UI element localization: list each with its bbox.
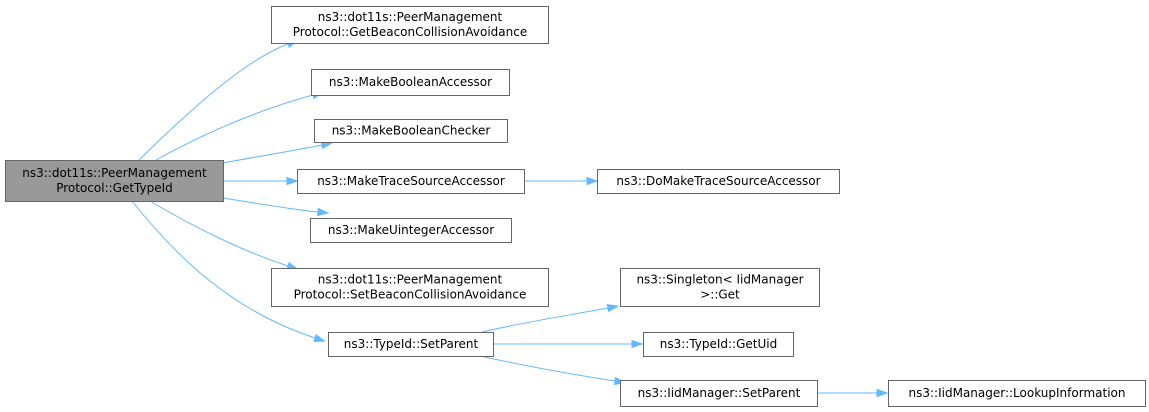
node-label: Protocol::SetBeaconCollisionAvoidance [294, 288, 527, 302]
arrowhead-do_make_trace [586, 176, 599, 186]
node-box [328, 332, 494, 357]
edge-root-to-set_beacon [149, 200, 289, 267]
node-get-uid[interactable]: ns3::TypeId::GetUid [643, 332, 794, 357]
node-label: Protocol::GetTypeId [56, 181, 173, 195]
node-label: ns3::DoMakeTraceSourceAccessor [616, 174, 820, 188]
node-box [620, 268, 820, 307]
node-box [310, 218, 512, 243]
node-lookup[interactable]: ns3::IidManager::LookupInformation [888, 380, 1146, 407]
edge-root-to-make_bool_acc [155, 94, 314, 161]
node-label: ns3::TypeId::SetParent [344, 337, 479, 351]
edge-root-to-get_beacon [138, 43, 289, 161]
node-label: ns3::MakeTraceSourceAccessor [317, 174, 505, 188]
node-iid-set-parent[interactable]: ns3::IidManager::SetParent [620, 380, 818, 407]
edge-root-to-make_uint [222, 197, 319, 213]
node-box [620, 380, 818, 407]
node-make-bool-chk[interactable]: ns3::MakeBooleanChecker [314, 119, 508, 143]
node-label: ns3::TypeId::GetUid [660, 337, 778, 351]
node-make-bool-acc[interactable]: ns3::MakeBooleanAccessor [311, 69, 510, 96]
node-singleton-get[interactable]: ns3::Singleton< IidManager>::Get [620, 268, 820, 307]
node-box [311, 69, 510, 96]
arrowhead-make_trace [286, 176, 299, 186]
node-box [643, 332, 794, 357]
node-label: ns3::dot11s::PeerManagement [318, 273, 503, 287]
node-label: ns3::dot11s::PeerManagement [318, 10, 503, 24]
edge-set_parent-to-iid_set_parent [479, 355, 616, 382]
node-set-parent[interactable]: ns3::TypeId::SetParent [328, 332, 494, 357]
node-label: ns3::MakeBooleanChecker [332, 124, 491, 138]
node-label: ns3::IidManager::LookupInformation [909, 386, 1126, 400]
nodes-layer: ns3::dot11s::PeerManagementProtocol::Get… [5, 6, 1146, 407]
node-box [888, 380, 1146, 407]
node-label: Protocol::GetBeaconCollisionAvoidance [293, 25, 527, 39]
arrowhead-lookup [876, 388, 889, 398]
node-label: ns3::MakeUintegerAccessor [328, 223, 494, 237]
arrowhead-set_parent [313, 333, 326, 342]
node-make-uint[interactable]: ns3::MakeUintegerAccessor [310, 218, 512, 243]
node-set-beacon[interactable]: ns3::dot11s::PeerManagementProtocol::Set… [271, 268, 549, 307]
node-do-make-trace[interactable]: ns3::DoMakeTraceSourceAccessor [597, 169, 840, 194]
node-box [271, 268, 549, 307]
arrowhead-singleton_get [606, 303, 620, 313]
node-box [314, 119, 508, 143]
node-box [5, 160, 224, 202]
node-root[interactable]: ns3::dot11s::PeerManagementProtocol::Get… [5, 160, 224, 202]
node-label: ns3::Singleton< IidManager [636, 273, 803, 287]
node-label: ns3::IidManager::SetParent [638, 386, 801, 400]
edge-root-to-make_bool_chk [222, 144, 323, 164]
node-box [297, 169, 525, 194]
edge-root-to-set_parent [131, 200, 316, 339]
edge-set_parent-to-singleton_get [481, 307, 609, 333]
arrowhead-make_uint [317, 207, 330, 217]
node-make-trace[interactable]: ns3::MakeTraceSourceAccessor [297, 169, 525, 194]
node-label: ns3::MakeBooleanAccessor [329, 75, 492, 89]
node-label: >::Get [700, 288, 740, 302]
node-label: ns3::dot11s::PeerManagement [22, 166, 207, 180]
node-box [271, 6, 549, 44]
arrowhead-get_uid [631, 339, 644, 349]
node-get-beacon[interactable]: ns3::dot11s::PeerManagementProtocol::Get… [271, 6, 549, 44]
node-box [597, 169, 840, 194]
